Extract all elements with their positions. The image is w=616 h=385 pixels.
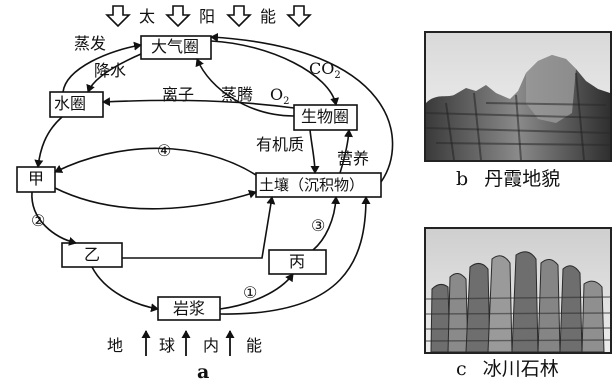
precipitation-arrow (86, 53, 142, 93)
soil-to-atmosphere-arrow (210, 32, 394, 183)
atmosphere-label: 大气圈 (151, 37, 200, 56)
ions-label: 离子 (162, 85, 195, 104)
stone-forest-image (426, 229, 610, 352)
hollow-down-arrow-3 (226, 5, 252, 28)
soil-label: 土壤（沉积物） (259, 176, 365, 194)
hydrosphere-label: 水圈 (54, 94, 87, 113)
photo-b-title: 丹霞地貌 (484, 168, 561, 190)
hydro-to-jia-arrow (34, 116, 63, 168)
soil-box (255, 172, 382, 198)
danxia-image (426, 33, 610, 160)
jia-to-soil-arrow (54, 187, 257, 210)
evaporation-label: 蒸发 (74, 34, 107, 53)
solar-char-2: 阳 (199, 7, 216, 26)
step-2-label: ② (31, 211, 46, 230)
yi-label: 乙 (84, 245, 101, 264)
step-4-label: ④ (157, 141, 172, 160)
internal-char-2: 球 (159, 336, 176, 355)
step-3-label: ③ (311, 216, 326, 235)
photo-b-letter: b (456, 168, 469, 190)
internal-char-4: 能 (246, 336, 263, 355)
photo-c-caption: c 冰川石林 (456, 358, 559, 380)
hollow-down-arrow-2 (165, 5, 191, 28)
danxia-photo (424, 31, 612, 162)
organic-label: 有机质 (256, 135, 305, 154)
nutrients-label: 营养 (337, 149, 370, 168)
internal-char-1: 地 (107, 336, 124, 355)
solar-char-3: 能 (260, 7, 277, 26)
flow-arrows (31, 32, 394, 315)
o2-label: O2 (270, 85, 290, 108)
hollow-down-arrow-1 (105, 5, 131, 28)
jia-label: 甲 (28, 169, 45, 188)
biosphere-label: 生物圈 (301, 107, 350, 126)
diagram-caption: a (197, 361, 210, 383)
hollow-down-arrow-4 (286, 5, 312, 28)
soil-to-jia-arrow (54, 147, 257, 176)
transpiration-label: 蒸腾 (221, 85, 254, 104)
internal-energy-arrows (141, 330, 235, 356)
co2-arrow (210, 40, 340, 106)
magma-label: 岩浆 (173, 299, 206, 318)
yi-box (61, 242, 123, 268)
ions-arrow (102, 97, 295, 109)
bing-label: 丙 (289, 252, 306, 271)
co2-label: CO2 (309, 59, 341, 82)
bing-to-soil-arrow (312, 196, 341, 251)
yi-to-soil-arrow (122, 196, 276, 259)
organic-arrow (309, 129, 320, 174)
step-1-label: ① (243, 283, 258, 302)
photo-c-letter: c (456, 358, 467, 380)
evaporation-arrow (62, 41, 142, 93)
bing-box (268, 249, 327, 275)
transpiration-arrow (195, 58, 295, 117)
nutrients-arrow (339, 129, 354, 174)
jia-to-yi-arrow (31, 191, 77, 246)
magma-to-soil-arrow (219, 196, 371, 315)
solar-energy-arrows (105, 5, 312, 28)
magma-to-bing-arrow (219, 273, 294, 310)
precipitation-label: 降水 (94, 61, 127, 80)
photo-c-title: 冰川石林 (482, 358, 559, 380)
solar-char-1: 太 (139, 7, 156, 26)
stone-forest-photo (424, 227, 612, 354)
biosphere-box (293, 104, 358, 131)
yi-to-magma-arrow (91, 266, 159, 313)
jia-box (16, 166, 56, 193)
photo-b-caption: b 丹霞地貌 (456, 168, 560, 190)
internal-char-3: 内 (203, 336, 220, 355)
